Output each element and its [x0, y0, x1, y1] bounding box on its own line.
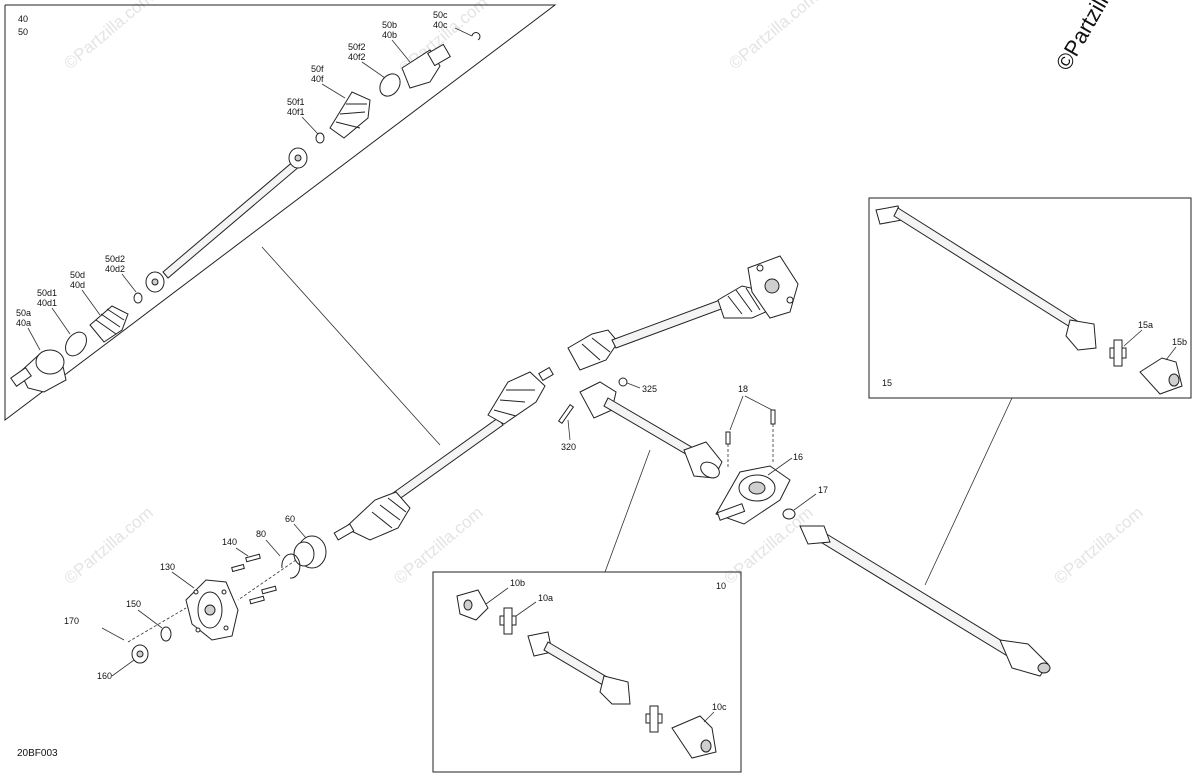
stud-140a: [231, 563, 245, 573]
copyright-logo: ©Partzilla.com: [1051, 0, 1144, 75]
watermark: ©Partzilla.com: [60, 0, 156, 73]
front-axle-shaft: [162, 159, 301, 279]
callout-10b: 10b: [510, 578, 525, 588]
watermark-layer: ©Partzilla.com ©Partzilla.com ©Partzilla…: [60, 0, 1146, 588]
callout-50f2-40f2: 50f2 40f2: [348, 42, 368, 62]
diagram-code: 20BF003: [17, 748, 58, 759]
bolt-18b: [770, 409, 776, 425]
callout-10c: 10c: [712, 702, 727, 712]
callout-40-50: 40 50: [18, 14, 31, 37]
cotter-pin-170: [101, 627, 125, 641]
bearing-60: [293, 535, 327, 569]
front-axle-inset: 40 50: [4, 4, 557, 422]
u-joint-cross: [645, 705, 663, 733]
inset-connector-15: [924, 397, 1013, 586]
stud-140b: [245, 553, 261, 563]
inner-small-clamp: [315, 132, 325, 144]
callout-50f1-40f1: 50f1 40f1: [287, 97, 307, 117]
callout-50d1-40d1: 50d1 40d1: [37, 288, 60, 308]
callout-50a-40a: 50a 40a: [16, 308, 34, 328]
watermark: ©Partzilla.com: [1050, 503, 1146, 588]
outer-boot: [89, 305, 129, 343]
main-drive-shaft: [333, 255, 799, 541]
nut-160: [131, 644, 149, 664]
callout-15a: 15a: [1138, 320, 1153, 330]
yoke-10c: [671, 715, 717, 759]
callout-18: 18: [738, 384, 748, 394]
callout-150: 150: [126, 599, 141, 609]
inset-10-frame: [432, 571, 742, 773]
callout-17: 17: [818, 485, 828, 495]
rear-flange-yoke: [747, 255, 799, 319]
small-clamp: [133, 292, 143, 304]
carrier-bearing: [715, 465, 791, 525]
clamp-ring: [65, 331, 87, 357]
callout-50c-40c: 50c 40c: [433, 10, 450, 30]
u-joint-cross-15a: [1109, 339, 1127, 367]
callout-16: 16: [793, 452, 803, 462]
callout-80: 80: [256, 529, 266, 539]
inset-15-frame: [868, 197, 1192, 399]
callout-50f-40f: 50f 40f: [311, 64, 326, 84]
inner-cv-housing: [401, 43, 451, 89]
callout-320: 320: [561, 442, 576, 452]
stud-140d: [261, 585, 277, 595]
callout-325: 325: [642, 384, 657, 394]
tripod-end: [145, 271, 165, 293]
callout-160: 160: [97, 671, 112, 681]
inner-spider: [288, 147, 308, 169]
inset-15: 15 15a 15b: [868, 197, 1192, 399]
callout-60: 60: [285, 514, 295, 524]
callout-140: 140: [222, 537, 237, 547]
callout-50b-40b: 50b 40b: [382, 20, 400, 40]
stud-140c: [249, 595, 265, 605]
center-shaft-assembly: [557, 377, 1051, 677]
callout-15b: 15b: [1172, 337, 1187, 347]
callout-10a: 10a: [538, 593, 553, 603]
hub-130: [185, 579, 239, 641]
circlip-80: [281, 553, 301, 579]
outer-cv-joint: [10, 349, 67, 393]
inset-frame: [4, 4, 557, 422]
inset-10: 10 10b 10a 10c: [432, 571, 742, 773]
washer-150: [160, 626, 172, 642]
circlip-17: [782, 508, 796, 520]
inner-boot: [329, 91, 371, 139]
u-joint-cross-10a: [499, 607, 517, 635]
callout-15: 15: [882, 378, 892, 388]
callout-50d2-40d2: 50d2 40d2: [105, 254, 128, 274]
watermark: ©Partzilla.com: [60, 503, 156, 588]
inner-clamp-ring: [379, 73, 401, 97]
wheel-hub-assembly: 60 80 130 140 150: [64, 514, 327, 681]
callout-170: 170: [64, 616, 79, 626]
inset-connector-10: [604, 449, 651, 573]
nut-325: [618, 377, 628, 387]
bolt-320: [557, 403, 575, 425]
bolt-18a: [725, 431, 731, 445]
inset-connector-front: [261, 246, 441, 446]
callout-10: 10: [716, 581, 726, 591]
watermark: ©Partzilla.com: [725, 0, 821, 73]
circlip: [471, 32, 481, 41]
callout-130: 130: [160, 562, 175, 572]
callout-50d-40d: 50d 40d: [70, 270, 88, 290]
